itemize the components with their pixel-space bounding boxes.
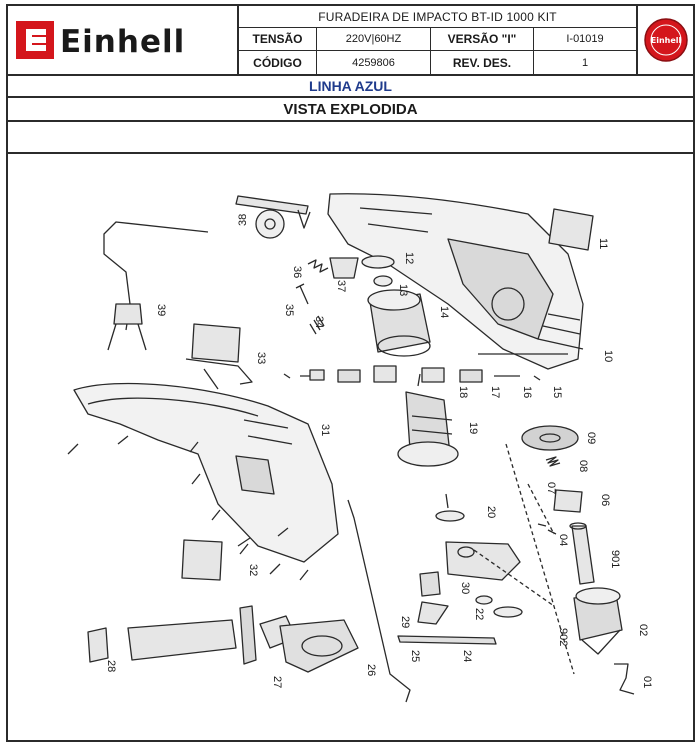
svg-text:12: 12 xyxy=(403,252,415,264)
spring-part xyxy=(307,259,329,273)
washer-22-part xyxy=(475,595,493,605)
svg-text:34: 34 xyxy=(313,316,325,328)
tensao-label: TENSÃO xyxy=(239,28,317,51)
label-32-part xyxy=(181,539,223,581)
armature-part xyxy=(397,373,459,509)
versao-value: I-01019 xyxy=(534,28,636,51)
cap-28-part xyxy=(87,627,109,663)
blank-row xyxy=(8,122,693,154)
svg-text:11: 11 xyxy=(597,238,609,249)
technical-drawing-sheet: Einhell FURADEIRA DE IMPACTO BT-ID 1000 … xyxy=(6,4,695,742)
power-cord-part xyxy=(103,221,209,351)
svg-text:09: 09 xyxy=(585,432,597,444)
screw-35-part xyxy=(295,283,309,305)
svg-text:37: 37 xyxy=(335,280,347,292)
svg-text:14: 14 xyxy=(438,306,450,318)
bushing-06-part xyxy=(553,489,583,513)
housing-left-part xyxy=(73,382,339,563)
svg-text:30: 30 xyxy=(459,582,471,594)
logo-mark: Einhell xyxy=(15,21,185,60)
brand-wordmark: Einhell xyxy=(60,24,185,60)
rev-label: REV. DES. xyxy=(431,51,534,74)
bolt-24-part xyxy=(397,635,497,645)
svg-text:19: 19 xyxy=(467,422,479,434)
part-number-labels: 38 39 11 12 13 14 36 37 35 34 10 33 15 1… xyxy=(105,214,653,689)
clamp-bracket-part xyxy=(235,195,311,239)
einhell-seal: Einhell xyxy=(636,6,693,74)
tensao-value: 220V|60HZ xyxy=(317,28,431,51)
svg-text:17: 17 xyxy=(489,386,501,398)
svg-text:29: 29 xyxy=(399,616,411,628)
svg-text:39: 39 xyxy=(155,304,167,316)
brace-29-part xyxy=(417,601,449,625)
washer-12-part xyxy=(361,255,395,269)
svg-text:18: 18 xyxy=(457,386,469,398)
svg-text:22: 22 xyxy=(473,608,485,620)
svg-text:13: 13 xyxy=(397,284,409,296)
part-05 xyxy=(537,523,557,535)
chuck-key-part xyxy=(614,663,635,695)
exploded-view-drawing: 38 39 11 12 13 14 36 37 35 34 10 33 15 1… xyxy=(8,154,693,740)
view-title: VISTA EXPLODIDA xyxy=(8,98,693,122)
svg-text:Einhell: Einhell xyxy=(650,36,681,45)
svg-text:06: 06 xyxy=(599,494,611,506)
svg-text:24: 24 xyxy=(461,650,473,662)
exploded-view-svg: 38 39 11 12 13 14 36 37 35 34 10 33 15 1… xyxy=(67,193,653,703)
product-title: FURADEIRA DE IMPACTO BT-ID 1000 KIT xyxy=(239,6,636,28)
spring-08-part xyxy=(545,456,561,467)
spindle-part xyxy=(569,522,595,585)
switch-module-part xyxy=(419,541,521,597)
svg-text:26: 26 xyxy=(365,664,377,676)
svg-text:04: 04 xyxy=(557,534,569,546)
gear-part xyxy=(521,425,579,451)
svg-text:20: 20 xyxy=(485,506,497,518)
svg-text:16: 16 xyxy=(521,386,533,398)
rev-value: 1 xyxy=(581,56,589,69)
switch-part xyxy=(185,323,253,390)
svg-text:15: 15 xyxy=(551,386,563,398)
svg-text:28: 28 xyxy=(105,660,117,672)
brush-clip-part xyxy=(329,257,359,279)
codigo-value: 4259806 xyxy=(317,51,431,74)
chuck-part xyxy=(573,587,623,655)
washer-20-part xyxy=(435,510,465,522)
svg-text:02: 02 xyxy=(637,624,649,636)
svg-text:38: 38 xyxy=(237,214,249,226)
line-name: LINHA AZUL xyxy=(8,76,693,98)
washer-13-part xyxy=(373,275,393,287)
washer-902-part xyxy=(493,606,523,618)
svg-text:902: 902 xyxy=(557,628,569,646)
svg-text:10: 10 xyxy=(602,350,614,362)
aux-handle-part xyxy=(127,605,297,665)
svg-text:07: 07 xyxy=(545,482,557,494)
svg-text:35: 35 xyxy=(283,304,295,316)
svg-text:901: 901 xyxy=(609,550,621,568)
clamp-ring-part xyxy=(279,619,359,673)
brush-assembly-part xyxy=(283,365,541,383)
einhell-logo: Einhell xyxy=(8,6,239,74)
svg-text:33: 33 xyxy=(255,352,267,364)
codigo-label: CÓDIGO xyxy=(239,51,317,74)
svg-text:31: 31 xyxy=(319,424,331,436)
screws-left-part xyxy=(67,435,309,581)
svg-text:25: 25 xyxy=(409,650,421,662)
svg-text:32: 32 xyxy=(247,564,259,576)
housing-right-part xyxy=(327,193,584,370)
seal-icon: Einhell xyxy=(643,18,688,62)
svg-text:36: 36 xyxy=(291,266,303,278)
depth-rod-part xyxy=(347,499,411,703)
svg-text:08: 08 xyxy=(577,460,589,472)
versao-label: VERSÃO "I" xyxy=(431,28,534,51)
stator-part xyxy=(367,289,431,357)
svg-text:27: 27 xyxy=(271,676,283,688)
svg-text:01: 01 xyxy=(641,676,653,688)
label-plate-part xyxy=(548,208,594,251)
title-block: Einhell FURADEIRA DE IMPACTO BT-ID 1000 … xyxy=(8,6,693,76)
pins-34-part xyxy=(309,315,325,335)
